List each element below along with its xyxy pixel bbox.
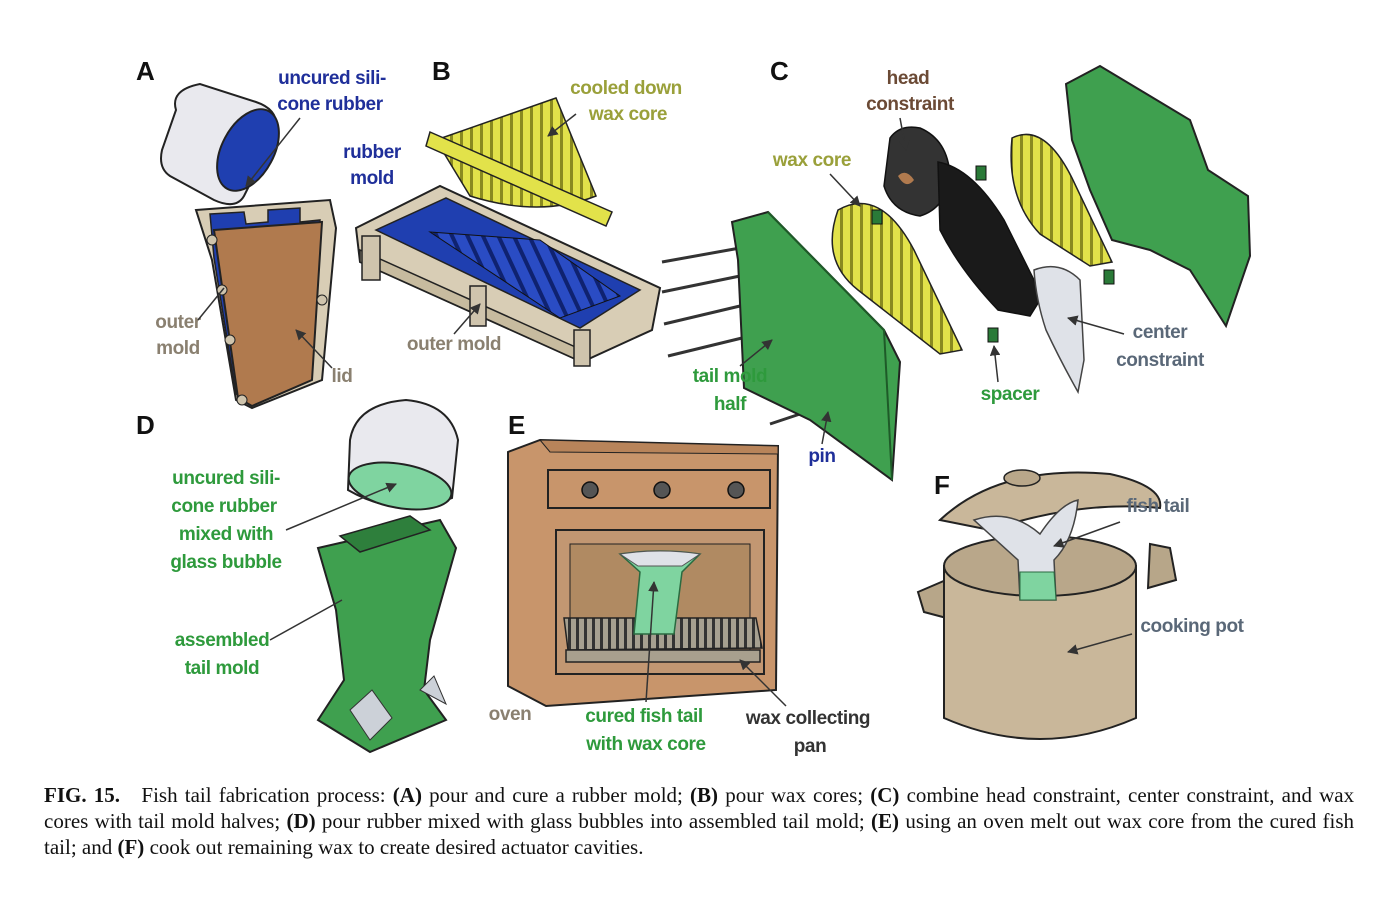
caption-b-tag: (B) bbox=[690, 783, 719, 807]
label-b-cooled-2: wax core bbox=[588, 104, 667, 125]
arrow-b-outer bbox=[453, 303, 481, 335]
label-a-uncured-2: cone rubber bbox=[277, 94, 383, 115]
label-a-uncured-1: uncured sili- bbox=[278, 68, 386, 89]
label-d-uncured-4: glass bubble bbox=[170, 552, 281, 573]
fish-tail-f bbox=[972, 499, 1079, 601]
label-d-uncured-1: uncured sili- bbox=[172, 468, 280, 489]
caption-d-tag: (D) bbox=[286, 809, 316, 833]
caption-a-text: pour and cure a rubber mold; bbox=[429, 783, 683, 807]
caption-e-tag: (E) bbox=[871, 809, 900, 833]
label-e-oven: oven bbox=[489, 704, 532, 725]
label-d-uncured-2: cone rubber bbox=[171, 496, 277, 517]
label-b-cooled-1: cooled down bbox=[570, 78, 682, 99]
panel-letter-b: B bbox=[432, 56, 451, 86]
panel-letter-d: D bbox=[136, 410, 155, 440]
label-b-outer: outer mold bbox=[407, 334, 501, 355]
arrow-c-head bbox=[899, 117, 910, 152]
spacer-2 bbox=[975, 165, 987, 181]
wax-core-c bbox=[831, 202, 964, 355]
panel-letter-f: F bbox=[934, 470, 950, 500]
fabrication-diagram: A uncured sili- cone rubber outer mold l… bbox=[136, 56, 1252, 757]
arrow-b-cooled bbox=[547, 113, 577, 137]
arrow-c-pin bbox=[821, 410, 832, 445]
assembled-tail-mold-d bbox=[316, 515, 458, 754]
label-a-lid: lid bbox=[332, 366, 353, 387]
panel-b: B cooled down wax core rubber mold outer… bbox=[343, 56, 682, 367]
panel-e: E oven cured fish tail with wax core wax… bbox=[489, 410, 871, 757]
caption-c-text: combine head constraint, center constrai… bbox=[44, 783, 1355, 833]
label-f-fish-tail: fish tail bbox=[1127, 496, 1190, 517]
caption-b-text: pour wax cores; bbox=[725, 783, 864, 807]
panel-f: F fish tail cooking pot bbox=[916, 469, 1245, 740]
wax-core-c2 bbox=[1010, 133, 1114, 267]
caption-f-tag: (F) bbox=[117, 835, 145, 859]
caption-e-text: using an oven melt out wax core from the… bbox=[44, 809, 1355, 859]
outer-mold-b bbox=[354, 184, 662, 367]
panel-letter-c: C bbox=[770, 56, 789, 86]
label-c-center-2: constraint bbox=[1116, 350, 1205, 371]
panel-letter-e: E bbox=[508, 410, 525, 440]
arrow-e-cured bbox=[645, 580, 659, 703]
label-c-head-1: head bbox=[887, 68, 930, 89]
wax-core-b bbox=[425, 97, 613, 227]
label-a-outer-2: mold bbox=[156, 338, 200, 359]
label-e-pan-1: wax collecting bbox=[745, 708, 870, 729]
caption-f-text: cook out remaining wax to create desired… bbox=[149, 835, 644, 859]
panel-d: D uncured sili- cone rubber mixed with g… bbox=[136, 398, 460, 754]
panel-letter-a: A bbox=[136, 56, 155, 86]
label-f-cooking-pot: cooking pot bbox=[1140, 616, 1244, 637]
figure-caption: FIG. 15. Fish tail fabrication process: … bbox=[44, 782, 1354, 860]
label-c-pin: pin bbox=[808, 446, 835, 467]
label-e-cured-2: with wax core bbox=[585, 734, 705, 755]
label-c-tail-1: tail mold bbox=[693, 366, 768, 387]
arrow-f-fish-tail bbox=[1053, 521, 1121, 548]
label-a-outer-1: outer bbox=[155, 312, 202, 333]
label-c-spacer: spacer bbox=[981, 384, 1041, 405]
arrow-d-uncured bbox=[285, 482, 397, 531]
label-e-cured-1: cured fish tail bbox=[585, 706, 703, 727]
panel-c: C head constraint bbox=[661, 56, 1252, 482]
arrow-c-center bbox=[1066, 315, 1125, 335]
arrow-a-lid bbox=[295, 329, 333, 369]
label-d-uncured-3: mixed with bbox=[179, 524, 273, 545]
label-d-assembled-1: assembled bbox=[175, 630, 270, 651]
caption-fig-number: FIG. 15. bbox=[44, 783, 120, 807]
label-e-pan-2: pan bbox=[794, 736, 827, 757]
caption-intro: Fish tail fabrication process: bbox=[141, 783, 386, 807]
outer-mold-a bbox=[194, 198, 338, 410]
label-d-assembled-2: tail mold bbox=[185, 658, 260, 679]
caption-c-tag: (C) bbox=[870, 783, 900, 807]
pouring-cup-d bbox=[346, 398, 460, 511]
black-plate-c bbox=[937, 161, 1041, 317]
label-c-center-1: center bbox=[1133, 322, 1189, 343]
arrow-c-tail bbox=[739, 339, 773, 367]
arrow-a-uncured bbox=[245, 117, 301, 187]
spacer-4 bbox=[1103, 269, 1115, 285]
pouring-cup-a bbox=[160, 82, 280, 206]
label-c-tail-2: half bbox=[714, 394, 747, 415]
center-constraint bbox=[1033, 265, 1085, 395]
label-b-rubber-2: mold bbox=[350, 168, 394, 189]
arrow-c-wax bbox=[829, 173, 861, 207]
arrow-f-cooking-pot bbox=[1066, 633, 1133, 655]
line-d-assembled bbox=[269, 599, 343, 641]
caption-a-tag: (A) bbox=[392, 783, 422, 807]
spacer-1 bbox=[871, 209, 883, 225]
label-b-rubber-1: rubber bbox=[343, 142, 402, 163]
label-c-head-2: constraint bbox=[866, 94, 955, 115]
arrow-e-pan bbox=[739, 659, 787, 707]
panel-a: A uncured sili- cone rubber outer mold l… bbox=[136, 56, 386, 410]
caption-d-text: pour rubber mixed with glass bubbles int… bbox=[321, 809, 865, 833]
label-c-wax: wax core bbox=[772, 150, 851, 171]
arrow-c-spacer bbox=[989, 344, 1001, 383]
line-a-outer bbox=[197, 287, 225, 321]
tail-mold-half-right bbox=[1064, 64, 1252, 329]
spacer-3 bbox=[987, 327, 999, 343]
